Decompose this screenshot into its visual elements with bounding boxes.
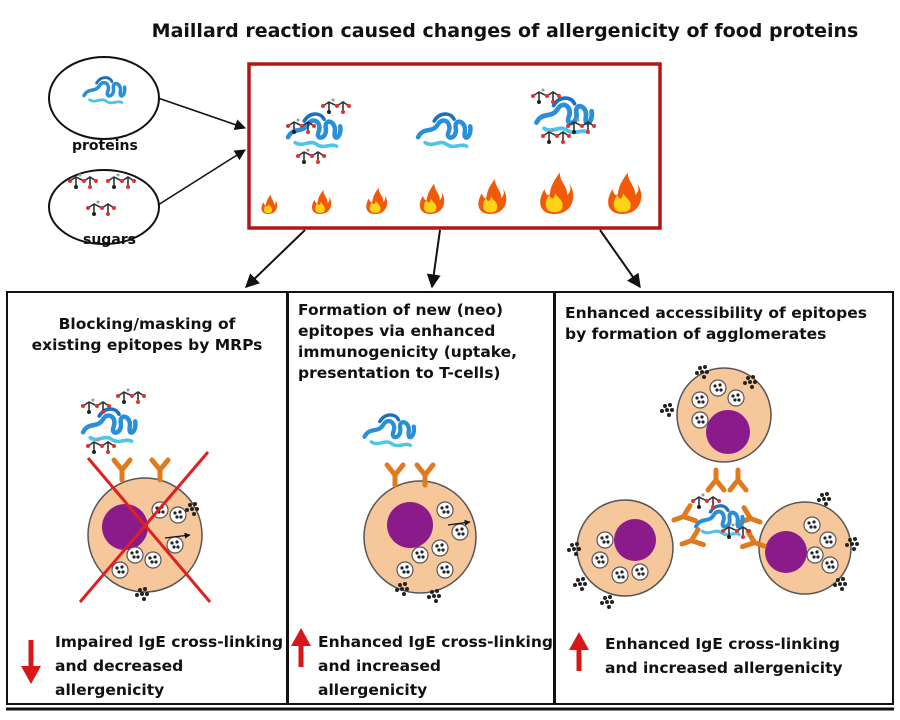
sugars-label: sugars bbox=[83, 232, 137, 248]
panel-2-title: Formation of new (neo) epitopes via enha… bbox=[298, 300, 550, 384]
panel-2-title-line: immunogenicity (uptake, bbox=[298, 343, 518, 361]
panel-1-result-line: and decreased allergenicity bbox=[55, 657, 184, 699]
panel-2-result-line: Enhanced IgE cross-linking bbox=[318, 633, 553, 651]
ige-antibody bbox=[679, 530, 703, 552]
panel-2-title-line: epitopes via enhanced bbox=[298, 322, 496, 340]
up-arrow-icon bbox=[569, 632, 589, 650]
ige-antibody bbox=[152, 460, 168, 480]
panel-3-result-line: Enhanced IgE cross-linking bbox=[605, 635, 840, 653]
panel-3-title-line: Enhanced accessibility of epitopes bbox=[565, 304, 868, 322]
mediator-release bbox=[600, 595, 614, 609]
cross-line-1 bbox=[86, 457, 212, 603]
protein-icon bbox=[365, 415, 415, 446]
ige-antibody bbox=[387, 465, 403, 485]
proteins-ellipse bbox=[48, 56, 160, 140]
cell-nucleus bbox=[387, 502, 433, 548]
panel-1-result-line: Impaired IgE cross-linking bbox=[55, 633, 284, 651]
proteins-label: proteins bbox=[72, 138, 138, 154]
ige-antibody bbox=[730, 470, 746, 490]
panel-2-title-line: Formation of new (neo) bbox=[298, 301, 504, 319]
mediator-release bbox=[660, 403, 674, 417]
diagram-title: Maillard reaction caused changes of alle… bbox=[151, 20, 859, 42]
sugar-icon bbox=[115, 387, 147, 405]
panel-2-result: Enhanced IgE cross-linking and increased… bbox=[318, 630, 554, 702]
ige-antibody bbox=[671, 506, 695, 528]
cross-line-2 bbox=[78, 451, 210, 603]
ige-antibody bbox=[114, 460, 130, 480]
panel-1-title-line: existing epitopes by MRPs bbox=[31, 336, 263, 354]
granule bbox=[126, 546, 144, 564]
granule bbox=[411, 546, 429, 564]
arrow-to-panel-3 bbox=[599, 229, 641, 289]
granule bbox=[111, 561, 129, 579]
granule bbox=[591, 551, 609, 569]
cell-nucleus bbox=[765, 531, 807, 573]
granule bbox=[396, 561, 414, 579]
granule bbox=[436, 561, 454, 579]
panel-2-title-line: presentation to T-cells) bbox=[298, 364, 501, 382]
mediator-release bbox=[573, 577, 587, 591]
up-arrow-icon bbox=[291, 628, 311, 646]
granule bbox=[169, 506, 187, 524]
panel-1-title-line: Blocking/masking of bbox=[58, 315, 236, 333]
ige-antibody bbox=[708, 470, 724, 490]
arrow-to-panel-1 bbox=[244, 229, 306, 288]
granule bbox=[611, 566, 629, 584]
granule bbox=[596, 531, 614, 549]
panel-3-result: Enhanced IgE cross-linking and increased… bbox=[605, 632, 890, 680]
panel-3-title: Enhanced accessibility of epitopes by fo… bbox=[565, 303, 890, 345]
panel-3-result-line: and increased allergenicity bbox=[605, 659, 843, 677]
granule bbox=[436, 501, 454, 519]
sugar-icon bbox=[80, 397, 112, 415]
granule bbox=[806, 546, 824, 564]
panel-3-title-line: by formation of agglomerates bbox=[565, 325, 827, 343]
arrow-proteins bbox=[157, 97, 247, 131]
down-arrow-icon bbox=[21, 666, 41, 684]
panel-1-title: Blocking/masking of existing epitopes by… bbox=[12, 314, 282, 356]
panel-1-result: Impaired IgE cross-linking and decreased… bbox=[55, 630, 287, 702]
granule bbox=[166, 536, 184, 554]
panel-2-result-line: and increased allergenicity bbox=[318, 657, 441, 699]
cell-nucleus bbox=[706, 410, 750, 454]
cell-nucleus bbox=[614, 519, 656, 561]
granule bbox=[709, 379, 727, 397]
glycated-protein-icon bbox=[83, 409, 135, 441]
granule bbox=[803, 516, 821, 534]
granule bbox=[431, 539, 449, 557]
granule bbox=[691, 391, 709, 409]
arrow-to-panel-2 bbox=[426, 229, 441, 289]
granule bbox=[821, 556, 839, 574]
cell-nucleus bbox=[102, 504, 148, 550]
granule bbox=[819, 531, 837, 549]
granule bbox=[691, 411, 709, 429]
arrow-sugars bbox=[157, 149, 246, 206]
panel-agglomerates bbox=[554, 291, 894, 705]
granule bbox=[631, 563, 649, 581]
granule bbox=[727, 389, 745, 407]
granule bbox=[144, 551, 162, 569]
granule bbox=[451, 523, 469, 541]
